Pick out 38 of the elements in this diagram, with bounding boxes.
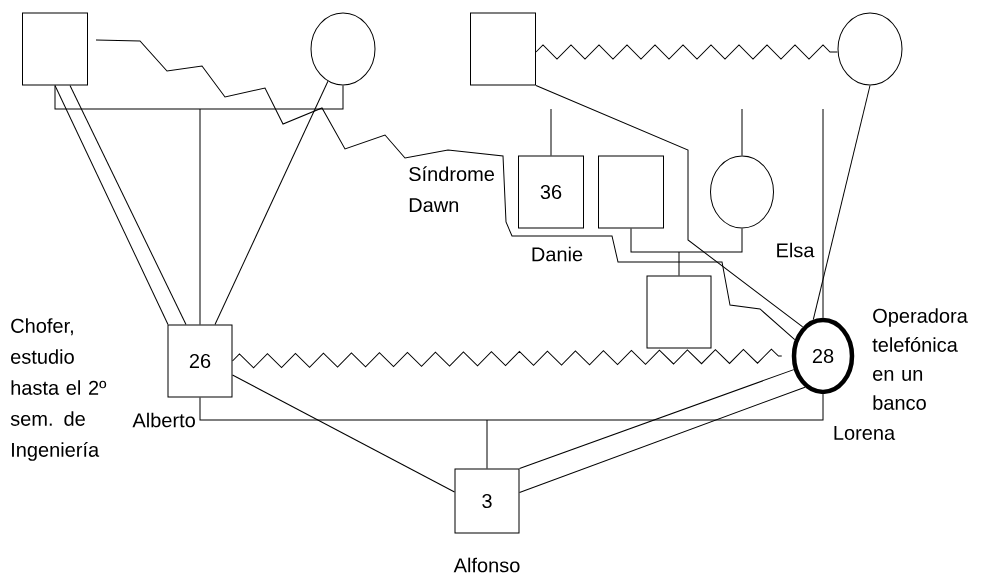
annotation-text: Alfonso: [453, 557, 520, 573]
connector-line: [214, 80, 329, 325]
connector-line: [812, 85, 871, 321]
connector-line: [678, 251, 680, 276]
zigzag-line: [535, 44, 838, 60]
person-square: [598, 155, 664, 229]
annotation-text: Danie: [532, 246, 583, 262]
connector-line: [54, 85, 344, 110]
annotation-text: Alberto: [132, 412, 195, 428]
connector-line: [54, 85, 169, 325]
person-square: 3: [454, 468, 520, 534]
annotation-text: Operadora telefónica en un banco: [872, 308, 968, 410]
annotation-text: Lorena: [834, 426, 896, 440]
person-square: 36: [518, 155, 584, 229]
connector-line: [550, 108, 552, 156]
connector-line: [519, 386, 806, 493]
annotation-text: Chofer, estudio hasta el 2º sem. de Ingeniería: [10, 318, 107, 461]
zigzag-line: [232, 348, 783, 369]
connector-line: [741, 108, 743, 156]
person-circle: [837, 12, 903, 86]
connector-line: [232, 374, 455, 493]
person-circle: [710, 155, 774, 229]
person-square: [646, 275, 712, 349]
connector-line: [199, 393, 824, 421]
connector-line: [486, 419, 488, 469]
connector-line: [95, 39, 796, 341]
person-square: [470, 12, 536, 86]
connector-line: [630, 228, 743, 253]
annotation-text: Síndrome Dawn: [409, 166, 494, 213]
connector-line: [519, 369, 795, 469]
connector-line: [69, 85, 187, 325]
person-circle: [310, 12, 376, 86]
annotation-text: Elsa: [777, 242, 815, 258]
connector-line: [535, 85, 804, 328]
connector-line: [822, 108, 824, 319]
person-square: [22, 12, 88, 86]
connector-line: [199, 108, 201, 325]
person-square: 26: [167, 324, 233, 398]
